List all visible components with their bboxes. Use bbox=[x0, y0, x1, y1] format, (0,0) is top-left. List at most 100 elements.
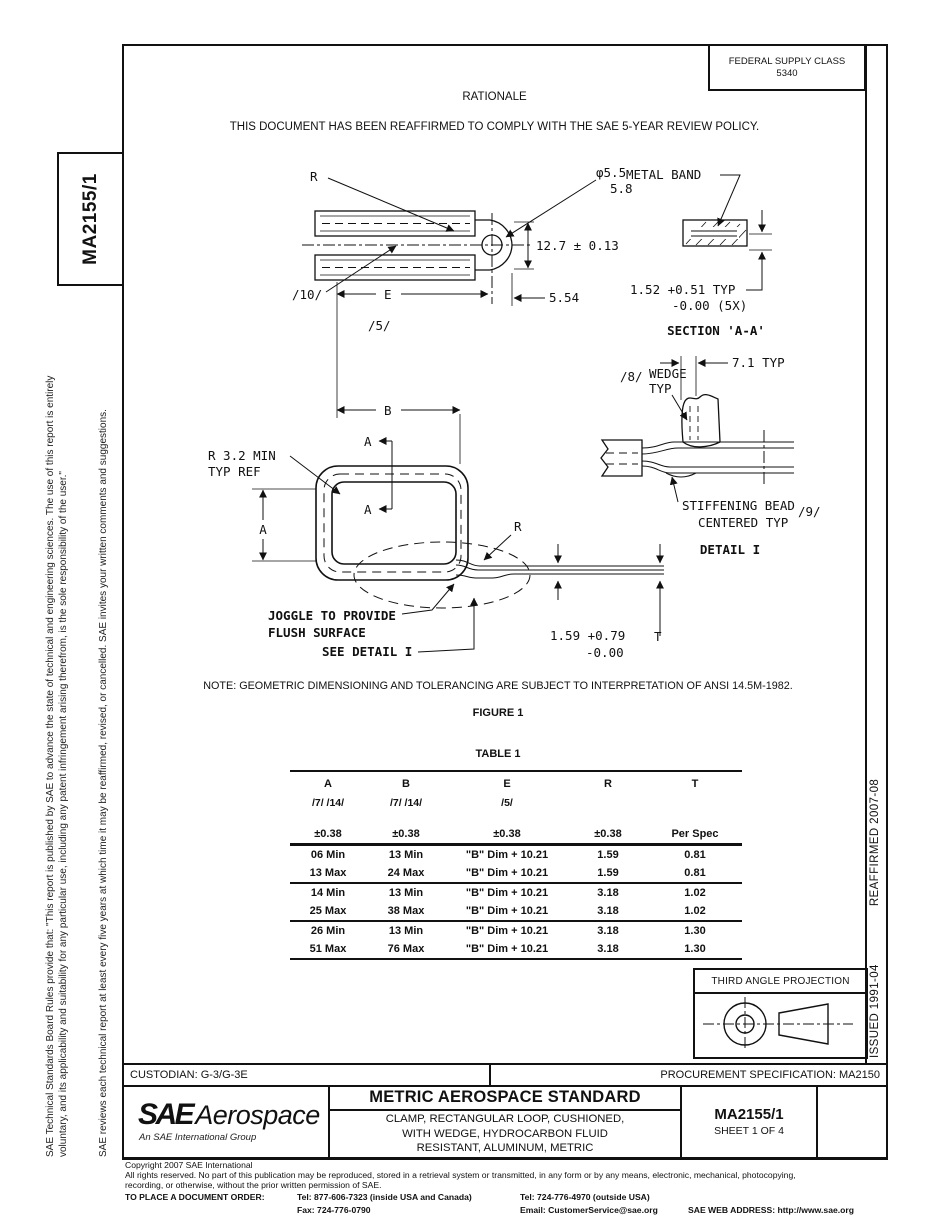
legal-line-1: SAE Technical Standards Board Rules prov… bbox=[45, 375, 56, 1157]
frame-inner-right-border bbox=[865, 44, 867, 1063]
cell-b: 76 Max bbox=[387, 943, 425, 955]
cell-t: 1.30 bbox=[684, 925, 706, 937]
projection-title: THIRD ANGLE PROJECTION bbox=[695, 970, 866, 994]
table-flags-row: /7/ /14/ /7/ /14/ /5/ bbox=[290, 793, 742, 813]
table-row: 26 Min 13 Min "B" Dim + 10.21 3.18 1.30 bbox=[290, 922, 742, 940]
bead-label2: CENTERED TYP bbox=[698, 515, 788, 530]
table-caption: TABLE 1 bbox=[475, 748, 521, 760]
table-row: 13 Max 24 Max "B" Dim + 10.21 1.59 0.81 bbox=[290, 864, 742, 884]
cell-a: 51 Max bbox=[309, 943, 347, 955]
col-header-r: R bbox=[604, 778, 612, 790]
sae-logo-text: SAE bbox=[138, 1098, 195, 1131]
dim-1-52-line2: -0.00 (5X) bbox=[672, 298, 747, 313]
rationale-heading: RATIONALE bbox=[462, 91, 527, 103]
flag-cell: /7/ /14/ bbox=[389, 797, 423, 809]
doc-number-side-box: MA2155/1 bbox=[57, 152, 124, 286]
radius-callout1: R 3.2 MIN bbox=[208, 448, 276, 463]
section-arrow-a-bottom: A bbox=[364, 502, 372, 517]
cell-b: 13 Min bbox=[388, 849, 424, 861]
col-header-b: B bbox=[402, 778, 410, 790]
table-header-row: A B E R T bbox=[290, 772, 742, 793]
wedge-label1: WEDGE bbox=[649, 366, 687, 381]
flag-8: /8/ bbox=[620, 369, 643, 384]
title-block-empty-cell bbox=[818, 1085, 888, 1157]
cell-a: 25 Max bbox=[309, 905, 347, 917]
cell-e: "B" Dim + 10.21 bbox=[465, 943, 549, 955]
detail-i-title: DETAIL I bbox=[700, 542, 760, 557]
status-bar: CUSTODIAN: G-3/G-3E PROCUREMENT SPECIFIC… bbox=[122, 1063, 888, 1087]
cell-a: 26 Min bbox=[310, 925, 346, 937]
tol-cell: ±0.38 bbox=[314, 827, 342, 840]
fsc-label: FEDERAL SUPPLY CLASS bbox=[728, 56, 846, 67]
cell-a: 13 Max bbox=[309, 867, 347, 879]
tol-cell: ±0.38 bbox=[392, 827, 420, 840]
section-aa-title: SECTION 'A-A' bbox=[667, 323, 765, 338]
cell-b: 24 Max bbox=[387, 867, 425, 879]
metal-band-label: METAL BAND bbox=[626, 167, 701, 182]
cell-t: 1.02 bbox=[684, 887, 706, 899]
sae-tagline: An SAE International Group bbox=[139, 1132, 257, 1143]
review-note-line: SAE reviews each technical report at lea… bbox=[98, 409, 109, 1157]
copyright-line: Copyright 2007 SAE International bbox=[125, 1160, 253, 1170]
flag-9: /9/ bbox=[798, 504, 821, 519]
cell-r: 1.59 bbox=[597, 867, 619, 879]
cell-t: 0.81 bbox=[684, 849, 706, 861]
cell-e: "B" Dim + 10.21 bbox=[465, 887, 549, 899]
doc-number-vertical: MA2155/1 bbox=[79, 173, 101, 265]
tol-cell: Per Spec bbox=[671, 827, 719, 840]
flag-cell: /7/ /14/ bbox=[311, 797, 345, 809]
dim-1-59-line2: -0.00 bbox=[586, 645, 624, 660]
fax-number: Fax: 724-776-0790 bbox=[297, 1205, 371, 1215]
cell-b: 13 Min bbox=[388, 925, 424, 937]
sheet-number: SHEET 1 OF 4 bbox=[714, 1124, 784, 1137]
dim-t: T bbox=[654, 629, 662, 644]
tel-outside: Tel: 724-776-4970 (outside USA) bbox=[520, 1192, 650, 1202]
table-row: 25 Max 38 Max "B" Dim + 10.21 3.18 1.02 bbox=[290, 902, 742, 922]
bead-label1: STIFFENING BEAD bbox=[682, 498, 795, 513]
cell-e: "B" Dim + 10.21 bbox=[465, 867, 549, 879]
rights-line-1: All rights reserved. No part of this pub… bbox=[125, 1170, 796, 1180]
radius-callout2: TYP REF bbox=[208, 464, 261, 479]
flag-cell: /5/ bbox=[501, 797, 513, 809]
frame-right-border bbox=[886, 44, 888, 1159]
table-1: A B E R T /7/ /14/ /7/ /14/ /5/ ±0.38 ±0… bbox=[290, 770, 742, 960]
section-a-a-view: 1.52 +0.51 TYP -0.00 (5X) SECTION 'A-A' bbox=[630, 210, 772, 338]
third-angle-projection-box: THIRD ANGLE PROJECTION bbox=[693, 968, 868, 1059]
cell-t: 0.81 bbox=[684, 867, 706, 879]
cell-r: 3.18 bbox=[597, 905, 619, 917]
web-address: SAE WEB ADDRESS: http://www.sae.org bbox=[688, 1205, 854, 1215]
cell-e: "B" Dim + 10.21 bbox=[465, 925, 549, 937]
loop-front-view: B A A R 3.2 MIN TYP REF A bbox=[208, 403, 664, 660]
table-spacer-row bbox=[290, 813, 742, 824]
dim-1-52-line1: 1.52 +0.51 TYP bbox=[630, 282, 735, 297]
cell-t: 1.02 bbox=[684, 905, 706, 917]
standard-title-cell: METRIC AEROSPACE STANDARD CLAMP, RECTANG… bbox=[330, 1085, 682, 1157]
sidebar-review-note: SAE reviews each technical report at lea… bbox=[97, 409, 110, 1157]
table-tolerance-row: ±0.38 ±0.38 ±0.38 ±0.38 Per Spec bbox=[290, 824, 742, 846]
hole-dia-label: φ5.5 bbox=[596, 165, 626, 180]
tol-cell: ±0.38 bbox=[493, 827, 521, 840]
table-row: 14 Min 13 Min "B" Dim + 10.21 3.18 1.02 bbox=[290, 884, 742, 902]
wedge-label2: TYP bbox=[649, 381, 672, 396]
dim-a: A bbox=[259, 522, 267, 537]
joggle-label1: JOGGLE TO PROVIDE bbox=[268, 608, 396, 623]
legal-line-2: voluntary, and its applicability and sui… bbox=[58, 471, 69, 1157]
doc-number-cell: MA2155/1 SHEET 1 OF 4 bbox=[682, 1085, 818, 1157]
federal-supply-class-box: FEDERAL SUPPLY CLASS 5340 bbox=[708, 44, 866, 91]
dim-e: E bbox=[384, 287, 392, 302]
email-address: Email: CustomerService@sae.org bbox=[520, 1205, 658, 1215]
cell-r: 3.18 bbox=[597, 943, 619, 955]
projection-symbol bbox=[703, 997, 853, 1051]
gdt-note: NOTE: GEOMETRIC DIMENSIONING AND TOLERAN… bbox=[203, 680, 793, 692]
dim-12-7: 12.7 ± 0.13 bbox=[536, 238, 619, 253]
cell-r: 1.59 bbox=[597, 849, 619, 861]
hole-dia-label2: 5.8 bbox=[610, 181, 633, 196]
col-header-t: T bbox=[691, 778, 699, 790]
table-row: 51 Max 76 Max "B" Dim + 10.21 3.18 1.30 bbox=[290, 940, 742, 960]
order-label: TO PLACE A DOCUMENT ORDER: bbox=[125, 1192, 265, 1202]
reaffirmed-date: REAFFIRMED 2007-08 bbox=[869, 778, 881, 907]
loop-r-label: R bbox=[514, 519, 522, 534]
col-header-e: E bbox=[503, 778, 511, 790]
